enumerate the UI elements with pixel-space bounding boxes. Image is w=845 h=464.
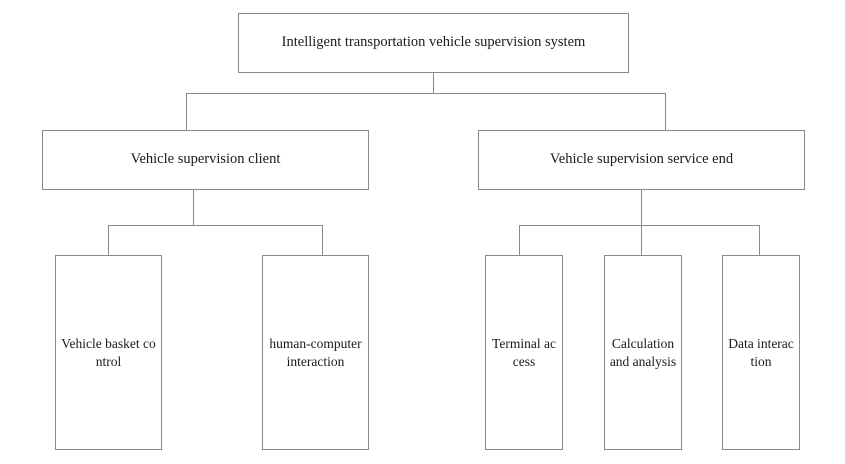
node-terminal-access[interactable]: Terminal access — [485, 255, 563, 450]
node-calculation-and-analysis[interactable]: Calculation and analysis — [604, 255, 682, 450]
connector-service-end-to-data-interaction — [759, 225, 760, 255]
node-human-computer-interaction[interactable]: human-computer interaction — [262, 255, 369, 450]
node-vehicle-supervision-service-end[interactable]: Vehicle supervision service end — [478, 130, 805, 190]
node-human-computer-interaction-label: human-computer interaction — [269, 335, 362, 369]
connector-root-bus — [186, 93, 666, 94]
connector-root-to-client — [186, 93, 187, 130]
connector-service-end-stem — [641, 190, 642, 255]
node-terminal-access-label: Terminal access — [492, 335, 556, 369]
node-vehicle-basket-control[interactable]: Vehicle basket control — [55, 255, 162, 450]
node-calculation-and-analysis-label: Calculation and analysis — [609, 335, 677, 369]
connector-root-to-service-end — [665, 93, 666, 130]
connector-root-stem — [433, 73, 434, 94]
node-vehicle-supervision-client[interactable]: Vehicle supervision client — [42, 130, 369, 190]
connector-client-bus — [108, 225, 323, 226]
connector-client-to-vehicle-basket-control — [108, 225, 109, 255]
connector-client-to-human-computer-interaction — [322, 225, 323, 255]
node-vehicle-basket-control-label: Vehicle basket control — [61, 335, 156, 369]
node-root[interactable]: Intelligent transportation vehicle super… — [238, 13, 629, 73]
node-data-interaction[interactable]: Data interaction — [722, 255, 800, 450]
connector-client-stem — [193, 190, 194, 226]
node-vehicle-supervision-client-label: Vehicle supervision client — [130, 151, 281, 168]
node-data-interaction-label: Data interaction — [728, 335, 794, 369]
node-vehicle-supervision-service-end-label: Vehicle supervision service end — [549, 151, 734, 168]
node-root-label: Intelligent transportation vehicle super… — [281, 34, 586, 51]
connector-service-end-bus — [519, 225, 760, 226]
connector-service-end-to-terminal-access — [519, 225, 520, 255]
